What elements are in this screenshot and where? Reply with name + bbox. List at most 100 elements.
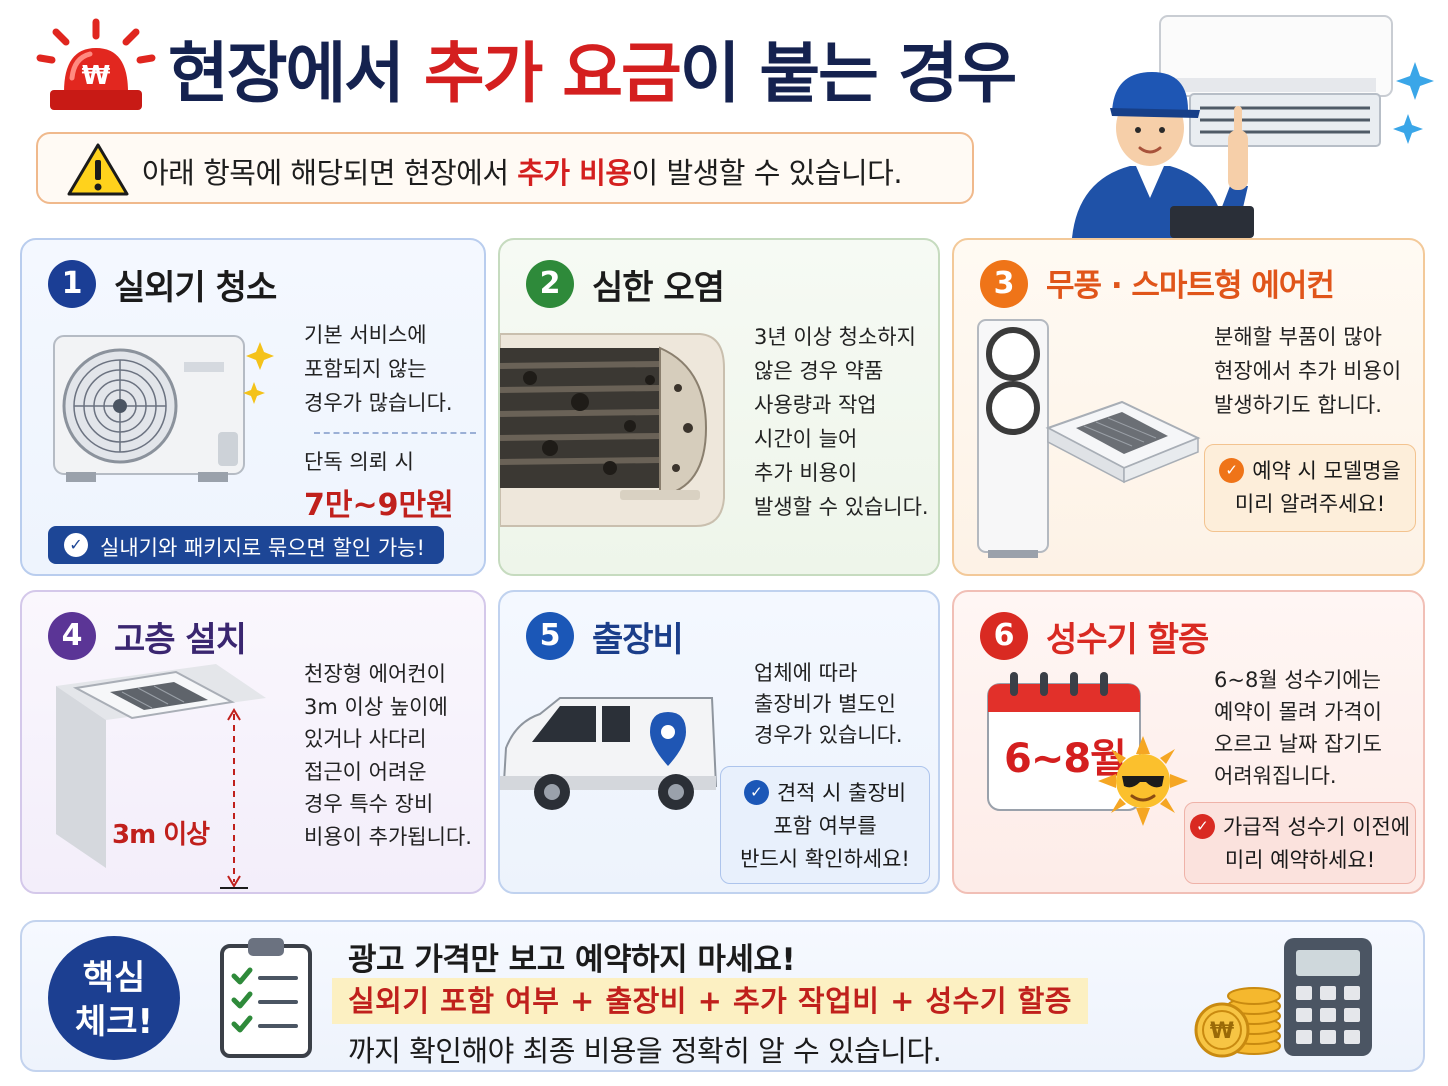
- card-description: 분해할 부품이 많아 현장에서 추가 비용이 발생하기도 합니다.: [1214, 320, 1401, 422]
- card-description: 3년 이상 청소하지 않은 경우 약품 사용량과 작업 시간이 늘어 추가 비용…: [754, 320, 929, 524]
- height-label: 3m 이상: [112, 820, 210, 850]
- desc-line: 추가 비용이: [754, 461, 858, 485]
- desc-line: 천장형 에어컨이: [304, 662, 446, 686]
- desc-line: 발생할 수 있습니다.: [754, 495, 929, 519]
- desc-line: 경우가 많습니다.: [304, 391, 453, 415]
- desc-line: 어려워집니다.: [1214, 764, 1337, 788]
- siren-symbol: ₩: [82, 61, 111, 91]
- desc-line: 비용이 추가됩니다.: [304, 824, 472, 849]
- badge-line: 체크!: [74, 1002, 154, 1042]
- card-peak-season-surcharge: 6 성수기 할증 6~8월 6~8월 성수기에는 예약이 몰려 가격이 오르고 …: [952, 590, 1425, 894]
- desc-line: 3년 이상 청소하지: [754, 325, 916, 349]
- card-number: 1: [48, 260, 96, 308]
- banner-text: 실내기와 패키지로 묶으면 할인 가능!: [100, 536, 425, 560]
- title-part2: 추가 요금: [423, 35, 682, 112]
- card-windfree-smart-ac: 3 무풍 · 스마트형 에어컨 분해할 부품이 많아 현장에서 추가 비용이 발…: [952, 238, 1425, 576]
- coins-icon: ₩: [1194, 987, 1281, 1058]
- card-title: 실외기 청소: [114, 268, 277, 308]
- check-icon: ✓: [1219, 457, 1245, 483]
- tip-line: 견적 시 출장비: [776, 781, 907, 805]
- desc-line: 경우 특수 장비: [304, 792, 434, 816]
- card-heavy-contamination: 2 심한 오염 3년 이상 청소하지 않은 경우 약품 사용량과 작업 시간이 …: [498, 238, 940, 576]
- sun-icon: [1098, 736, 1188, 826]
- bottom-checklist: 실외기 포함 여부 + 출장비 + 추가 작업비 + 성수기 할증: [332, 978, 1088, 1024]
- technician-illustration: [1072, 15, 1434, 238]
- badge-line: 핵심: [82, 958, 146, 998]
- page-title: 현장에서 추가 요금이 붙는 경우: [168, 20, 1018, 116]
- warning-icon: [67, 143, 129, 196]
- model-name-tip: ✓ 예약 시 모델명을 미리 알려주세요!: [1204, 444, 1416, 532]
- travel-fee-tip: ✓ 견적 시 출장비 포함 여부를 반드시 확인하세요!: [720, 766, 930, 884]
- key-check-badge: 핵심 체크!: [48, 936, 180, 1060]
- desc-line: 사용량과 작업: [754, 393, 877, 417]
- ceiling-ac-illustration: [56, 664, 266, 889]
- notice-part1: 아래 항목에 해당되면 현장에서: [142, 156, 518, 190]
- notice-text: 아래 항목에 해당되면 현장에서 추가 비용이 발생할 수 있습니다.: [142, 150, 903, 192]
- price-range: 7만~9만원: [304, 488, 454, 523]
- desc-line: 3m 이상 높이에: [304, 694, 448, 719]
- desc-line: 6~8월 성수기에는: [1214, 668, 1381, 692]
- desc-line: 경우가 있습니다.: [754, 723, 903, 747]
- check-icon: ✓: [1189, 813, 1215, 839]
- card-title: 성수기 할증: [1046, 620, 1209, 660]
- card-description: 6~8월 성수기에는 예약이 몰려 가격이 오르고 날짜 잡기도 어려워집니다.: [1214, 664, 1382, 792]
- desc-line: 포함되지 않는: [304, 357, 427, 381]
- tip-line: 가급적 성수기 이전에: [1222, 815, 1411, 839]
- smart-ac-illustration: [977, 319, 1201, 558]
- card-title: 출장비: [592, 620, 684, 660]
- desc-line: 오르고 날짜 잡기도: [1214, 732, 1382, 756]
- bottom-headline: 광고 가격만 보고 예약하지 마세요!: [348, 942, 796, 978]
- calendar-months: 6~8월: [1004, 736, 1127, 782]
- desc-line: 있거나 사다리: [304, 727, 427, 751]
- map-pin-icon: [650, 712, 686, 766]
- card-number: 2: [526, 260, 574, 308]
- siren-icon: ₩: [36, 18, 156, 110]
- bottom-footnote: 까지 확인해야 최종 비용을 정확히 알 수 있습니다.: [348, 1034, 942, 1068]
- desc-line: 출장비가 별도인: [754, 692, 896, 716]
- coin-symbol: ₩: [1210, 1019, 1234, 1044]
- tip-line: 미리 예약하세요!: [1224, 848, 1376, 872]
- card-high-installation: 4 고층 설치 3m 이상 천장형 에어컨이 3m 이상 높이에 있거나 사다리…: [20, 590, 486, 894]
- early-booking-tip: ✓ 가급적 성수기 이전에 미리 예약하세요!: [1184, 802, 1416, 884]
- calendar-icon: 6~8월: [984, 668, 1144, 814]
- check-icon: ✓: [743, 779, 769, 805]
- desc-line: 시간이 늘어: [754, 427, 858, 451]
- clipboard-icon: [220, 938, 312, 1058]
- solo-request-label: 단독 의뢰 시: [304, 450, 414, 474]
- outdoor-unit-illustration: [53, 335, 274, 482]
- card-number: 6: [980, 612, 1028, 660]
- title-part3: 이 붙는 경우: [679, 35, 1018, 112]
- desc-line: 기본 서비스에: [304, 323, 427, 347]
- card-number: 3: [980, 260, 1028, 308]
- card-description: 업체에 따라 출장비가 별도인 경우가 있습니다.: [754, 658, 903, 751]
- tip-line: 예약 시 모델명을: [1252, 459, 1401, 483]
- van-illustration: [500, 697, 718, 810]
- tip-line: 반드시 확인하세요!: [740, 847, 910, 871]
- card-number: 5: [526, 612, 574, 660]
- card-title: 고층 설치: [114, 620, 247, 660]
- header: ₩ 현장에서 추가 요금이 붙는 경우 아래 항목에 해당되면 현장에서 추가 …: [0, 0, 1448, 238]
- desc-line: 예약이 몰려 가격이: [1214, 700, 1382, 724]
- tip-line: 포함 여부를: [773, 814, 877, 838]
- card-description: 기본 서비스에 포함되지 않는 경우가 많습니다.: [304, 318, 453, 420]
- tip-line: 미리 알려주세요!: [1234, 492, 1386, 516]
- calculator-icon: [1284, 938, 1372, 1056]
- desc-line: 발생하기도 합니다.: [1214, 393, 1382, 417]
- desc-line: 분해할 부품이 많아: [1214, 325, 1382, 349]
- divider: [314, 432, 476, 434]
- title-part1: 현장에서: [168, 35, 424, 112]
- card-number: 4: [48, 612, 96, 660]
- dirty-ac-illustration: [500, 333, 725, 527]
- package-discount-banner: ✓ 실내기와 패키지로 묶으면 할인 가능!: [48, 526, 444, 564]
- key-check-panel: 핵심 체크! 광고 가격만 보고 예약하지 마세요! 실외기 포함 여부 + 출…: [20, 920, 1425, 1072]
- notice-box: 아래 항목에 해당되면 현장에서 추가 비용이 발생할 수 있습니다.: [36, 132, 974, 204]
- card-title: 심한 오염: [592, 268, 725, 308]
- notice-part3: 이 발생할 수 있습니다.: [631, 156, 903, 190]
- card-outdoor-cleaning: 1 실외기 청소 기본 서비스에 포함되지 않는 경우가 많습니다. 단독 의뢰…: [20, 238, 486, 576]
- desc-line: 현장에서 추가 비용이: [1214, 359, 1402, 383]
- check-icon: ✓: [64, 533, 88, 557]
- card-title: 무풍 · 스마트형 에어컨: [1046, 268, 1335, 304]
- coins-calculator-illustration: ₩: [1194, 938, 1372, 1058]
- card-travel-fee: 5 출장비 업체에 따라 출장비가 별도인 경우가 있습니다. ✓ 견적 시 출장…: [498, 590, 940, 894]
- desc-line: 않은 경우 약품: [754, 359, 884, 383]
